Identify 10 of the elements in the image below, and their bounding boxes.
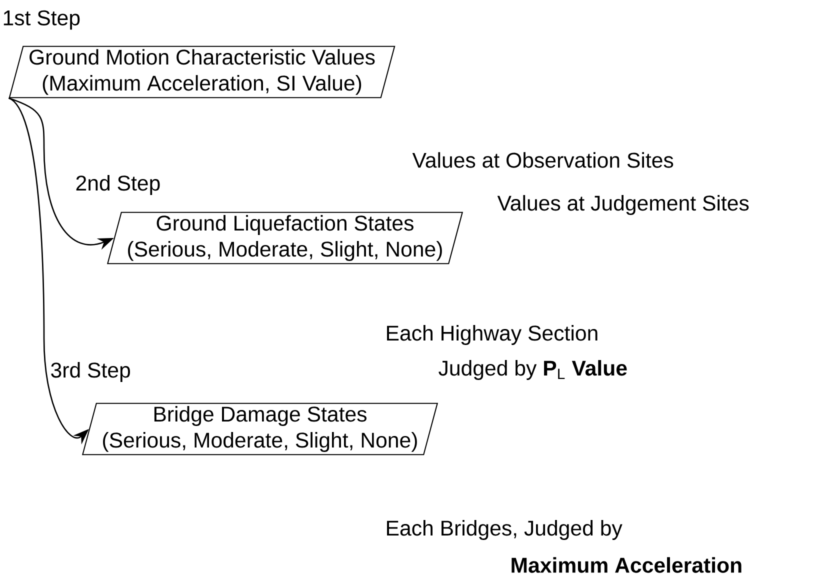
note-text: Maximum Acceleration (512, 557, 742, 573)
step-label: 3rd Step (51, 362, 130, 382)
note-text: Each Highway Section (387, 325, 598, 345)
parallelogram-box: Ground Motion Characteristic Values (Maximum Acceleration, SI Value) (8, 46, 396, 98)
step-label: 2nd Step (76, 175, 160, 195)
note-text: Values at Judgement Sites (497, 195, 749, 215)
note-text: Each Bridges, Judged by (387, 520, 622, 540)
note-text: Judged by P$_{L}$ Value (438, 360, 627, 380)
note-text: Values at Observation Sites (412, 152, 674, 168)
step-label: 1st Step (4, 10, 80, 30)
